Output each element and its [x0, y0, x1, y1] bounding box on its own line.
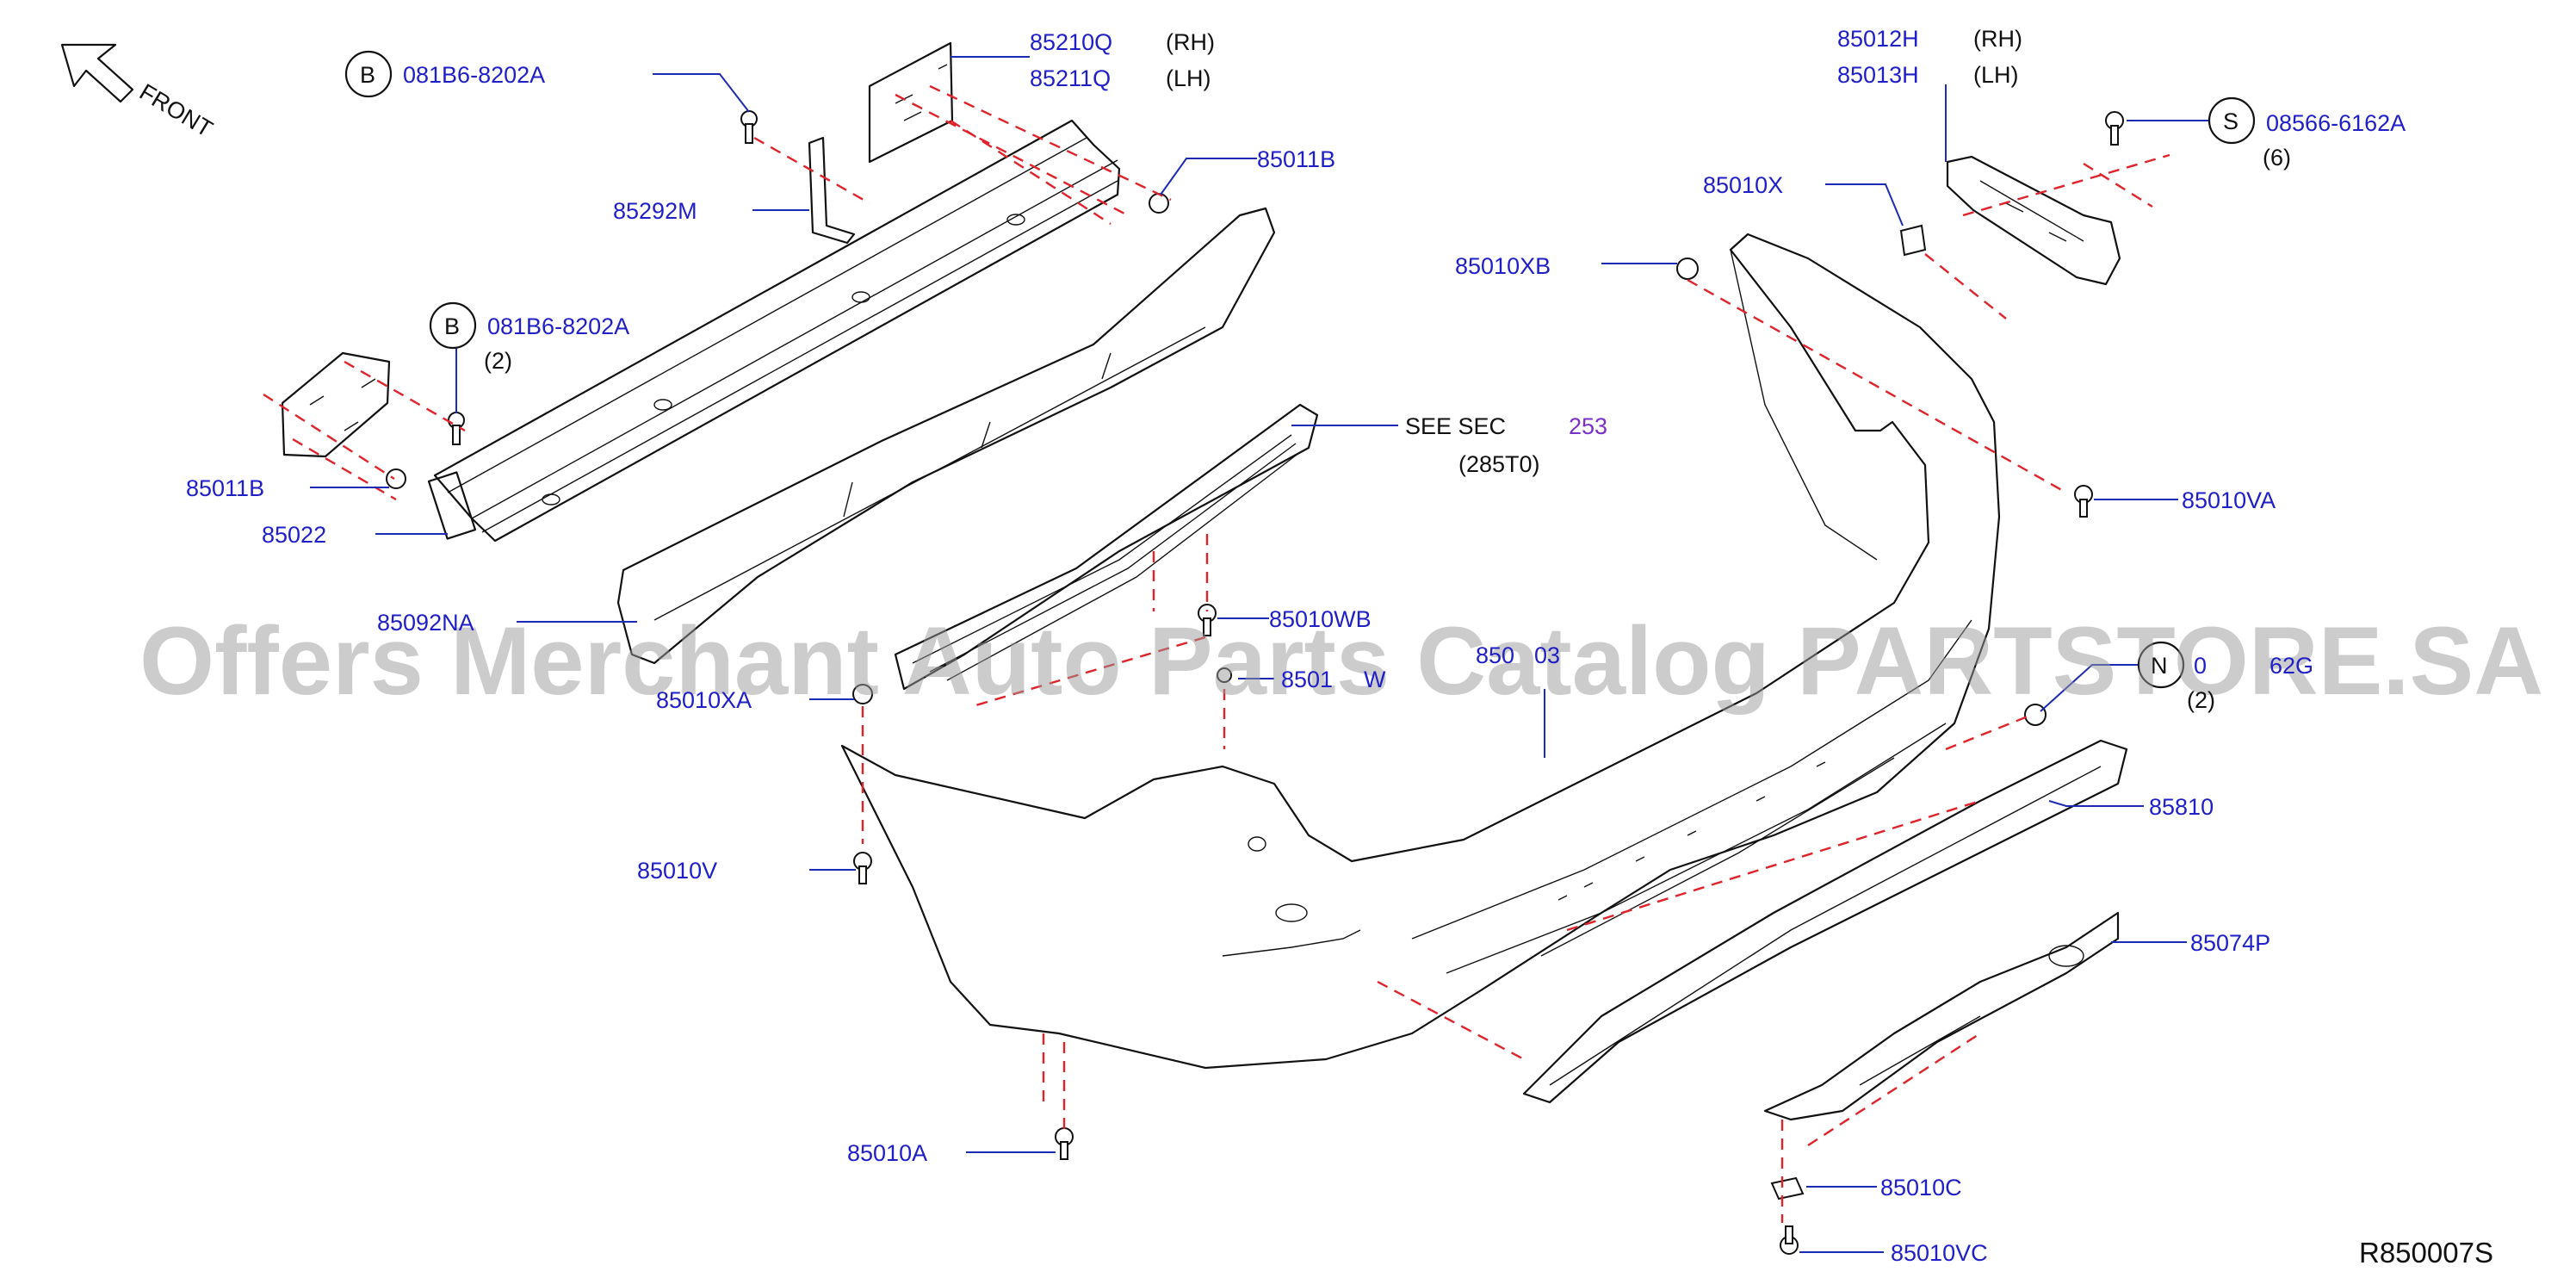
label-85010va: 85010VA [2182, 487, 2276, 513]
label-85074p: 85074P [2190, 930, 2270, 956]
side-bracket [1946, 155, 2121, 286]
diagram-reference-code: R850007S [2359, 1237, 2493, 1269]
lower-diffuser [1522, 739, 2128, 1104]
label-85010v: 85010V [637, 858, 717, 884]
beam-bracket-lower [281, 351, 391, 458]
label-850-center-tail: 03 [1534, 642, 1560, 668]
label-rh-85210q: (RH) [1166, 29, 1215, 55]
label-n-code-head: 0 [2194, 653, 2207, 679]
label-08566-6162a: 08566-6162A [2266, 110, 2406, 136]
label-85010w-tail: W [1364, 667, 1386, 692]
label-85010w: 8501 [1281, 667, 1333, 692]
watermark: Offers Merchant Auto Parts Catalog PARTS… [139, 607, 2543, 715]
label-85010a: 85010A [847, 1140, 927, 1166]
label-n-qty: (2) [2187, 687, 2215, 713]
label-85010vc: 85010VC [1891, 1240, 1988, 1266]
bumper-fascia [840, 233, 2001, 1070]
label-85211q: 85211Q [1030, 65, 1111, 91]
label-081b6-qty: (2) [484, 348, 512, 374]
phantom-lines [263, 84, 2170, 1223]
label-081b6-8202a-top: 081B6-8202A [403, 62, 545, 88]
beam-bracket-upper [868, 41, 954, 164]
label-850-center: 850 [1476, 642, 1514, 668]
label-08566-qty: (6) [2263, 145, 2291, 171]
symbol-s-text: S [2223, 109, 2239, 134]
bumper-grille [894, 403, 1319, 691]
label-85010c: 85010C [1880, 1175, 1962, 1200]
symbol-b-mid-text: B [444, 313, 460, 339]
label-see-sec: SEE SEC [1405, 413, 1506, 439]
label-85011b-left: 85011B [186, 475, 264, 501]
small-stay-85292m [808, 136, 856, 245]
label-85092na: 85092NA [377, 610, 474, 636]
energy-absorber [616, 207, 1276, 665]
clip-fasteners [386, 110, 2124, 1255]
leader-lines [310, 56, 2209, 1253]
label-rh-85012h: (RH) [1973, 26, 2022, 52]
label-85010xa: 85010XA [656, 687, 752, 713]
label-85012h: 85012H [1837, 26, 1919, 52]
label-85010xb: 85010XB [1455, 253, 1551, 279]
label-85210q: 85210Q [1030, 29, 1112, 55]
label-85292m: 85292M [613, 198, 697, 224]
reinforcement-beam [427, 119, 1121, 543]
symbol-n-text: N [2151, 653, 2168, 679]
front-label: FRONT [135, 78, 217, 142]
label-85022: 85022 [262, 522, 326, 548]
label-85011b-top: 85011B [1257, 146, 1335, 172]
symbol-b-mid [429, 301, 477, 350]
lower-bracket [1763, 911, 2120, 1121]
front-arrow-icon [60, 43, 134, 103]
label-n-code-tail: 62G [2269, 653, 2313, 679]
symbol-s [2208, 96, 2256, 145]
symbol-b-top-text: B [360, 62, 375, 88]
label-081b6-8202a-mid: 081B6-8202A [487, 313, 629, 339]
label-85810: 85810 [2149, 794, 2214, 820]
symbol-b-top [344, 50, 393, 98]
label-lh-85211q: (LH) [1166, 65, 1211, 91]
label-85010x: 85010X [1703, 172, 1783, 198]
label-85010wb: 85010WB [1269, 606, 1372, 632]
symbol-n [2137, 641, 2185, 689]
label-285t0: (285T0) [1458, 451, 1540, 477]
label-85013h: 85013H [1837, 62, 1919, 88]
label-lh-85013h: (LH) [1973, 62, 2019, 88]
label-sec-253[interactable]: 253 [1569, 413, 1607, 439]
